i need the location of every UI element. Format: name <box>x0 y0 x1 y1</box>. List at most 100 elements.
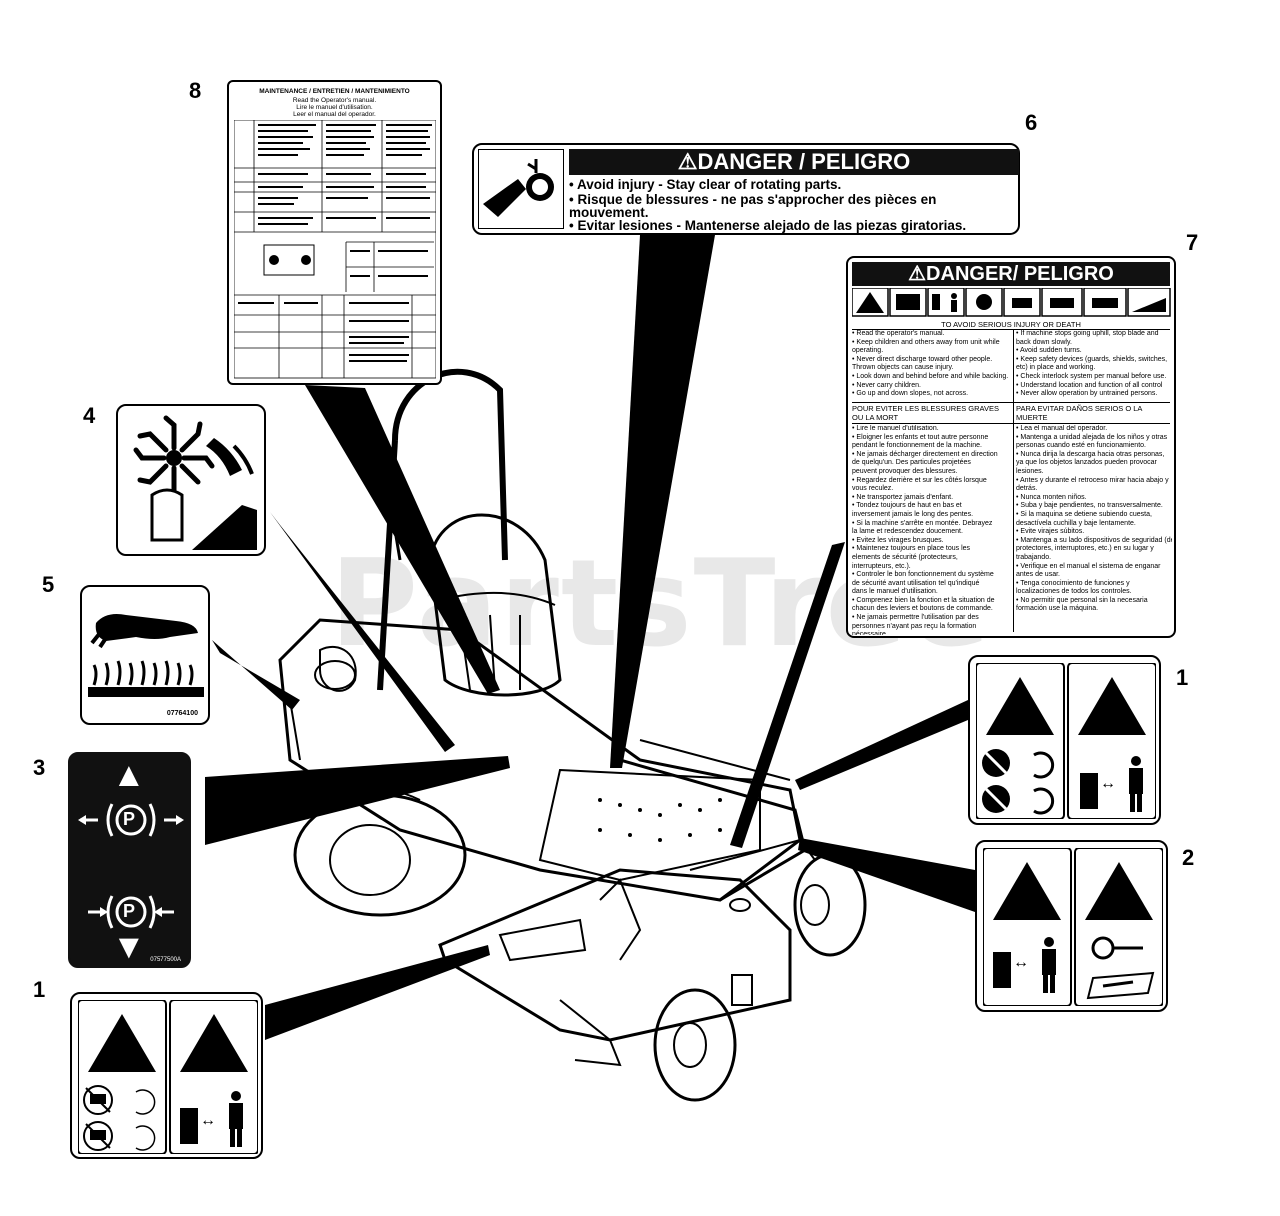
decal7-en_left-line: • Go up and down slopes, not across. <box>852 390 969 398</box>
decal7-en_left-line: • Read the operator's manual. <box>852 330 945 337</box>
decal7-fr-line: • Ne transportez jamais d'enfant. <box>852 493 954 501</box>
decal7-es-line: • Antes y durante el retroceso mirar hac… <box>1016 476 1169 484</box>
rotating-parts-icon <box>478 149 564 229</box>
decal3-code: 07577500A <box>150 957 181 963</box>
decal7-es-line: ya que los objetos lanzados pueden provo… <box>1016 459 1157 467</box>
warning-pictograms-2 <box>983 848 1163 1006</box>
decal6-title: ⚠DANGER / PELIGRO <box>569 149 1019 175</box>
decal7-fr-line: pendant le fonctionnement de la machine. <box>852 442 982 450</box>
warning-pictograms-1-left <box>78 1000 258 1154</box>
decal7-fr-line: • Tondez toujours de haut en bas et <box>852 502 962 510</box>
callout-7: 7 <box>1186 230 1199 255</box>
decal7-column-divider <box>1013 330 1014 632</box>
maintenance-table-graphic <box>234 120 436 379</box>
leader-6 <box>610 235 715 768</box>
safety-pictogram-row <box>852 288 1171 317</box>
decal7-english-right: • If machine stops going uphill, stop bl… <box>1016 330 1172 402</box>
brake-engage-icon <box>88 895 174 929</box>
decal7-fr-line: • Si la machine s'arrête en montée. Debr… <box>852 519 993 527</box>
callout-1-left: 1 <box>33 977 46 1002</box>
decal7-en_right-line: • Understand location and function of al… <box>1016 381 1163 389</box>
decal7-fr-line: • Maintenez toujours en place tous les <box>852 545 971 553</box>
callout-5: 5 <box>42 572 55 597</box>
decal7-divider-2 <box>852 402 1170 403</box>
leader-1-left <box>265 945 490 1040</box>
decal7-en_right-line: • Never allow operation by untrained per… <box>1016 390 1158 398</box>
leader-1-right <box>795 700 968 790</box>
mower-lineart <box>278 368 867 1102</box>
decal7-es-line: protectores, interruptores, etc.) en su … <box>1016 545 1154 553</box>
down-arrow-icon: ▼ <box>112 928 146 966</box>
decal7-es-line: detrás. <box>1016 485 1038 493</box>
decal6-line3: mouvement. <box>569 205 649 220</box>
decal7-es-line: antes de usar. <box>1016 571 1060 579</box>
decal8-sub1: Read the Operator's manual. <box>292 97 377 104</box>
decal7-es-line: • Nunca dirija la descarga hacia otras p… <box>1016 450 1165 458</box>
decal7-fr-line: nécessaire. <box>852 631 888 635</box>
leader-2 <box>798 838 975 912</box>
up-arrow-icon: ▲ <box>112 756 146 794</box>
warning-decal-1-left: ↔ <box>70 992 263 1159</box>
callout-2: 2 <box>1182 845 1195 870</box>
decal7-es-line: localizaciones de todos los controles. <box>1016 588 1132 596</box>
decal7-es-line: • Mantenga a su lado dispositivos de seg… <box>1016 536 1172 544</box>
decal7-fr-line: peuvent provoquer des blessures. <box>852 467 958 475</box>
decal8-sub2: Lire le manuel d'utilisation. <box>296 104 373 111</box>
brake-release-icon <box>78 803 184 837</box>
decal7-es-line: • Suba y baje pendientes, no transversal… <box>1016 502 1163 510</box>
callout-8: 8 <box>189 78 202 103</box>
decal7-heading-es: PARA EVITAR DAÑOS SERIOS O LA MUERTE <box>1016 404 1143 422</box>
hand-cut-hazard-decal: 07780000 <box>116 404 266 556</box>
hot-surface-hand-icon <box>88 614 204 697</box>
decal8-title: MAINTENANCE / ENTRETIEN / MANTENIMIENTO <box>259 88 410 95</box>
decal7-es-line: • Tenga conocimiento de funciones y <box>1016 579 1130 587</box>
decal7-en_right-line: • Avoid sudden turns. <box>1016 347 1082 355</box>
decal7-en_right-line: back down slowly. <box>1016 338 1072 346</box>
decal7-fr-line: • Controler le bon fonctionnement du sys… <box>852 571 994 579</box>
decal7-es-line: lesiones. <box>1016 467 1044 475</box>
warning-decal-2: ↔ <box>975 840 1168 1012</box>
decal7-en_right-line: • If machine stops going uphill, stop bl… <box>1016 330 1159 337</box>
decal7-es-line: • Si la maquina se detiene subiendo cues… <box>1016 510 1152 518</box>
decal7-fr-line: vous reculez. <box>852 485 894 493</box>
decal7-fr-line: interrupteurs, etc.). <box>852 562 911 570</box>
park-p-icon-bottom: P <box>123 901 136 921</box>
callout-4: 4 <box>83 403 96 428</box>
decal7-fr-line: elements de sécurité (protecteurs, <box>852 553 958 561</box>
decal7-en_left-line: • Never direct discharge toward other pe… <box>852 355 993 363</box>
decal7-fr-line: • Ne jamais permettre l'utilisation par … <box>852 614 979 622</box>
leader-4 <box>270 512 455 752</box>
decal7-spanish-list: • Lea el manual del operador. • Mantenga … <box>1016 425 1172 635</box>
decal7-fr-line: dans le manuel d'utilisation. <box>852 588 938 596</box>
decal7-es-line: • Nunca monten niños. <box>1016 493 1087 501</box>
maintenance-decal: MAINTENANCE / ENTRETIEN / MANTENIMIENTO … <box>227 80 442 385</box>
decal6-line2: • Risque de blessures - ne pas s'approch… <box>569 192 937 207</box>
decal7-fr-line: inversement jamais le long des pentes. <box>852 510 974 518</box>
decal7-es-line: • Lea el manual del operador. <box>1016 425 1108 432</box>
decal7-fr-line: personnes n'ayant pas reçu la formation <box>852 622 977 630</box>
keep-away-arrow-icon-3: ↔ <box>200 1112 216 1129</box>
leader-5 <box>212 640 300 710</box>
decal7-fr-line: chacun des leviers et boutons de command… <box>852 605 993 613</box>
decal7-fr-line: • Evitez les virages brusques. <box>852 536 944 544</box>
decal7-fr-line: la lame et redescendez doucement. <box>852 528 963 536</box>
decal7-es-line: trabajando. <box>1016 553 1052 561</box>
decal7-es-line: formación use la máquina. <box>1016 605 1099 613</box>
decal7-fr-line: de sécurité avant utilisation tel qu'ind… <box>852 579 980 587</box>
hot-surface-decal: 07764100 <box>80 585 210 725</box>
blade-hand-icon <box>133 415 257 550</box>
park-p-icon-top: P <box>123 809 136 829</box>
decal7-en_right-line: • Keep safety devices (guards, shields, … <box>1016 355 1168 363</box>
decal7-en_left-line: • Keep children and others away from uni… <box>852 338 1000 346</box>
decal4-code: 07780000 <box>224 541 256 548</box>
decal6-line4: • Evitar lesiones - Mantenerse alejado d… <box>569 218 967 233</box>
decal7-fr-line: • Lire le manuel d'utilisation. <box>852 425 939 432</box>
callout-3: 3 <box>33 755 46 780</box>
decal7-es-line: • Verifique en el manual el sistema de e… <box>1016 562 1161 570</box>
decal7-fr-line: • Ne jamais décharger directement en dir… <box>852 450 998 458</box>
decal7-es-line: personas cuando esté en funcionamiento. <box>1016 442 1146 450</box>
decal7-title: ⚠DANGER/ PELIGRO <box>852 262 1170 286</box>
warning-pictograms-1-right <box>976 663 1156 819</box>
decal7-english-left: • Read the operator's manual.• Keep chil… <box>852 330 1014 402</box>
